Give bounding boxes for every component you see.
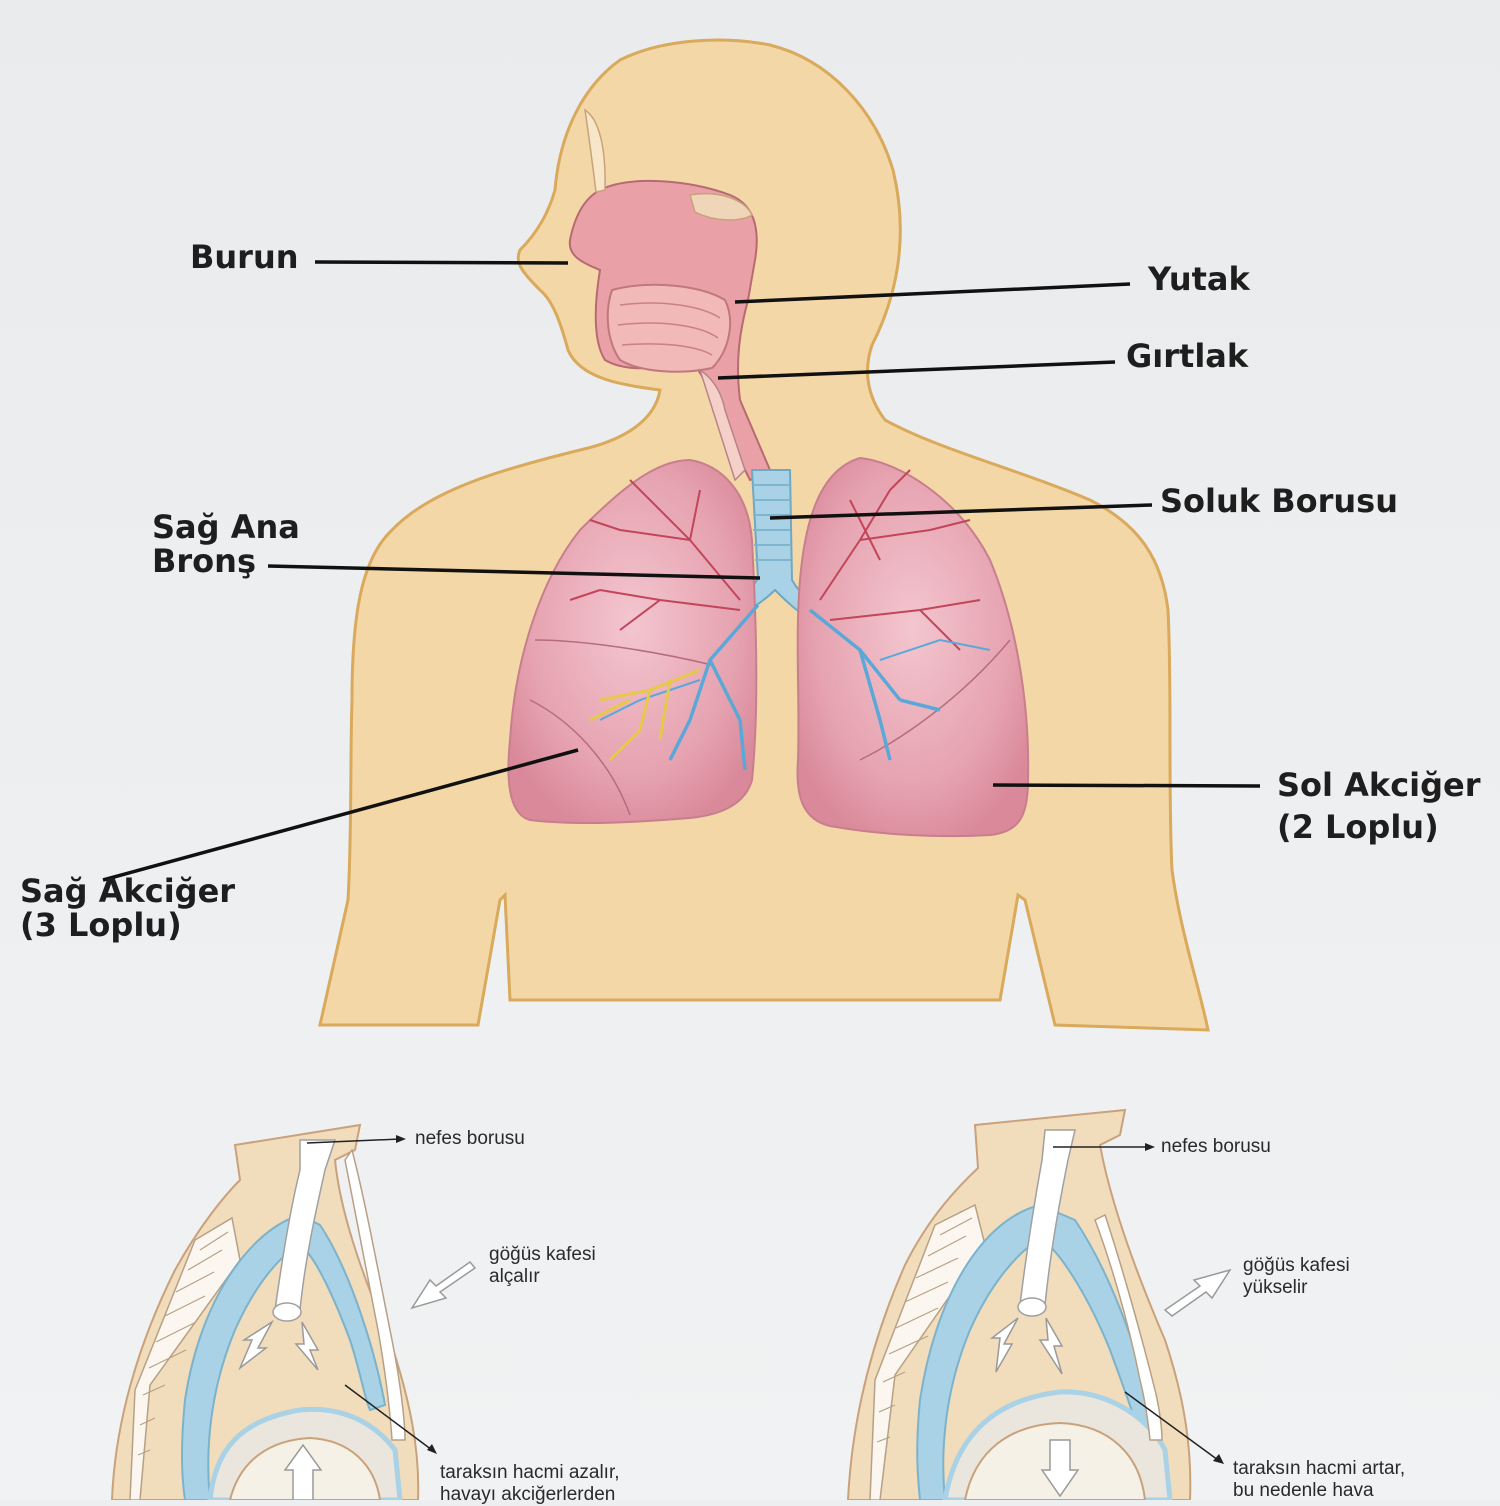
inhale-volume-line2: bu nedenle hava	[1233, 1480, 1374, 1501]
inhale-volume-label: taraksın hacmi artar, bu nedenle hava	[1233, 1458, 1405, 1502]
inhale-trachea-label: nefes borusu	[1161, 1136, 1271, 1157]
vessels-blue	[599, 603, 991, 771]
pointer-lines	[102, 260, 1261, 882]
label-yutak: Yutak	[1148, 260, 1250, 298]
exhale-chest-line2: alçalır	[489, 1266, 540, 1287]
exhale-chest-line1: göğüs kafesi	[489, 1244, 596, 1265]
label-sol-akciger-line2: (2 Loplu)	[1277, 808, 1439, 846]
inhale-volume-line1: taraksın hacmi artar,	[1233, 1458, 1406, 1479]
inhale-chest-line1: göğüs kafesi	[1243, 1255, 1350, 1276]
label-sag-akciger: Sağ Akciğer (3 Loplu)	[20, 874, 235, 942]
label-sag-akciger-line1: Sağ Akciğer	[20, 872, 236, 910]
exhale-diagram	[110, 1123, 477, 1500]
exhale-volume-line1: taraksın hacmi azalır,	[440, 1462, 620, 1483]
inhale-diagram	[846, 1108, 1232, 1500]
label-sag-ana-brons-line2: Bronş	[152, 542, 256, 580]
inhale-chest-line2: yükselir	[1243, 1277, 1308, 1298]
label-sag-ana-brons: Sağ Ana Bronş	[152, 510, 300, 578]
left-lung	[796, 456, 1030, 838]
label-sag-akciger-line2: (3 Loplu)	[20, 906, 182, 944]
label-burun: Burun	[190, 238, 299, 276]
exhale-volume-line2: havayı akciğerlerden	[440, 1484, 616, 1505]
exhale-volume-label: taraksın hacmi azalır, havayı akciğerler…	[440, 1462, 620, 1506]
exhale-chest-label: göğüs kafesi alçalır	[489, 1244, 596, 1288]
label-sag-ana-brons-line1: Sağ Ana	[152, 508, 300, 546]
vessels-yellow	[589, 668, 701, 762]
exhale-trachea-label: nefes borusu	[415, 1128, 525, 1149]
label-sol-akciger-line1: Sol Akciğer	[1277, 766, 1481, 804]
label-soluk-borusu: Soluk Borusu	[1160, 482, 1398, 520]
inhale-chest-label: göğüs kafesi yükselir	[1243, 1255, 1350, 1299]
label-girtlak: Gırtlak	[1126, 337, 1249, 375]
head-airway	[568, 108, 772, 482]
label-sol-akciger: Sol Akciğer (2 Loplu)	[1277, 764, 1481, 848]
